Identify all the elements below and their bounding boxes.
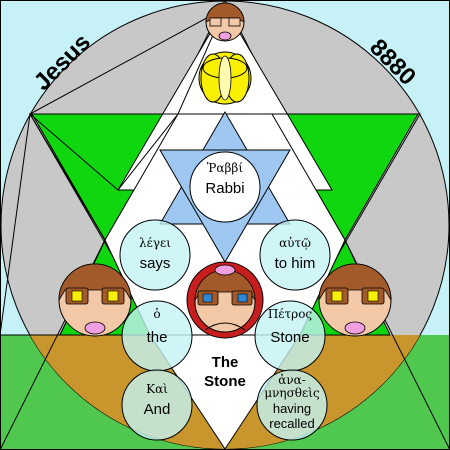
english-says: says — [140, 255, 171, 272]
greek-recalled-1: ἀνα- — [278, 373, 306, 387]
english-the: the — [147, 329, 168, 346]
greek-to-him: αὐτῷ — [279, 236, 311, 250]
english-stone: Stone — [270, 329, 309, 346]
center-title-line2: Stone — [204, 373, 246, 390]
greek-rabbi: Ῥαββί — [207, 161, 243, 175]
greek-recalled-2: μνησθεὶς — [264, 386, 320, 400]
grey-wedge-left — [29, 6, 227, 191]
word-bubble-the: ὁ the — [121, 300, 193, 372]
english-rabbi: Rabbi — [205, 180, 244, 197]
center-title-line1: The — [212, 354, 239, 371]
greek-the: ὁ — [153, 307, 160, 321]
english-recalled-2: recalled — [269, 416, 315, 431]
greek-and: Καὶ — [146, 382, 168, 396]
yellow-flower-icon — [198, 51, 252, 105]
greek-stone: Πέτρος — [268, 307, 313, 321]
face-icon-right — [318, 263, 392, 337]
white-left-flank — [0, 112, 106, 336]
english-recalled-1: having — [273, 401, 311, 416]
greek-says: λέγει — [139, 236, 171, 250]
word-bubble-rabbi: Ῥαββί Rabbi — [189, 151, 261, 223]
english-to-him: to him — [275, 255, 316, 272]
word-bubble-stone: Πέτρος Stone — [254, 300, 326, 372]
face-icon-center — [186, 261, 264, 339]
face-icon-left — [58, 263, 132, 337]
face-icon-top — [205, 2, 245, 42]
word-bubble-to-him: αὐτῷ to him — [259, 219, 331, 291]
english-and: And — [144, 401, 171, 418]
word-bubble-recalled: ἀνα- μνησθεὶς having recalled — [256, 369, 328, 441]
word-bubble-and: Καὶ And — [121, 369, 193, 441]
word-bubble-says: λέγει says — [119, 219, 191, 291]
